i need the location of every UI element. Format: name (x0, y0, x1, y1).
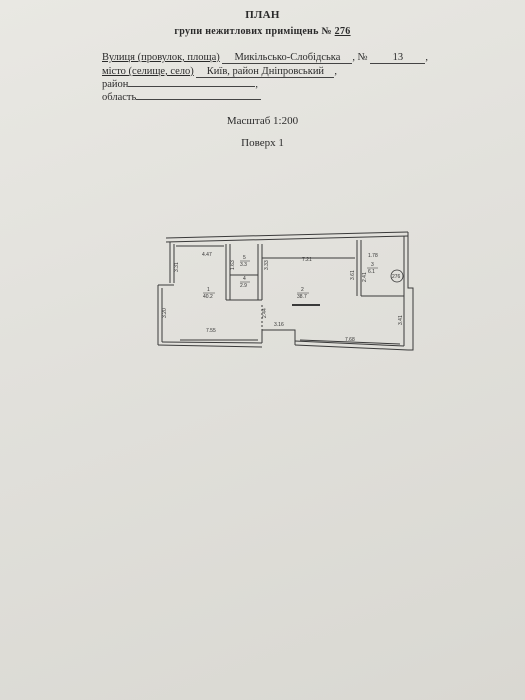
room-5: 5 3.3 (240, 255, 250, 268)
subtitle-prefix: групи нежитлових приміщень № (174, 26, 332, 37)
region-label: область (102, 92, 137, 103)
dim-label: 3.61 (350, 270, 356, 280)
wall-bottom-notch (261, 329, 296, 345)
wall-bottom-right (294, 344, 409, 351)
wall-top-outer (165, 231, 409, 239)
dim-label: 7.21 (302, 257, 312, 263)
dim-label: 7.55 (206, 328, 216, 334)
group-number: 276 (334, 26, 351, 37)
city-label: місто (селище, село) (102, 66, 194, 77)
district-label: район (102, 79, 129, 90)
dim-label: 3.31 (174, 262, 180, 272)
badge-label: 276 (392, 274, 401, 280)
room-number: 1 (207, 287, 210, 293)
room-number: 5 (243, 255, 246, 261)
district-field (128, 86, 256, 87)
city-value: Київ, район Дніпровський (196, 66, 335, 78)
dim-label: 4.47 (202, 252, 212, 258)
dim-label: 3.16 (274, 322, 284, 328)
room-number: 4 (243, 276, 246, 282)
dim-label: 1.63 (230, 260, 236, 270)
wall-bottom-right-inner (294, 340, 405, 347)
dim-label: 7.68 (345, 337, 355, 343)
scale-label: Масштаб 1:200 (226, 115, 299, 127)
room-area: 6.1 (368, 269, 375, 275)
street-line: Вулиця (провулок, площа) Микільсько-Слоб… (102, 52, 428, 64)
page-subtitle: групи нежитлових приміщень № 276 (0, 26, 525, 37)
room-area: 3.3 (240, 262, 247, 268)
number-label: , № (352, 52, 368, 63)
dim-line-bottom-right (299, 339, 401, 345)
dim-label: 2.41 (362, 272, 368, 282)
room-3: 3 6.1 (367, 262, 378, 275)
dim-label: 3.33 (264, 260, 270, 270)
dim-label: 3.41 (398, 315, 404, 325)
room-number: 2 (301, 287, 304, 293)
dim-label: 1.78 (368, 253, 378, 259)
room-area: 38.7 (297, 294, 307, 300)
group-number-badge: 276 (390, 269, 404, 283)
city-line: місто (селище, село) Київ, район Дніпров… (102, 66, 338, 78)
room-1: 1 40.2 (203, 287, 215, 300)
page-title: ПЛАН (245, 9, 280, 21)
region-field (136, 99, 262, 100)
number-value: 13 (370, 52, 426, 64)
wall-right-outer (407, 232, 414, 351)
wall-top-inner (165, 235, 409, 243)
room-number: 3 (371, 262, 374, 268)
wall-bottom-left (157, 344, 263, 348)
street-label: Вулиця (провулок, площа) (102, 52, 220, 63)
wall-bottom-left-inner (161, 341, 263, 344)
room-area: 40.2 (203, 294, 213, 300)
dim-label: 3.20 (162, 308, 168, 318)
district-line: район, (102, 79, 259, 90)
region-line: область (102, 92, 262, 103)
room-2: 2 38.7 (297, 287, 309, 300)
dim-label: 2.44 (262, 308, 268, 318)
room-4: 4 2.9 (240, 276, 250, 289)
street-value: Микільсько-Слобідська (222, 52, 353, 64)
floor-label: Поверх 1 (241, 137, 284, 149)
room-area: 2.9 (240, 283, 247, 289)
